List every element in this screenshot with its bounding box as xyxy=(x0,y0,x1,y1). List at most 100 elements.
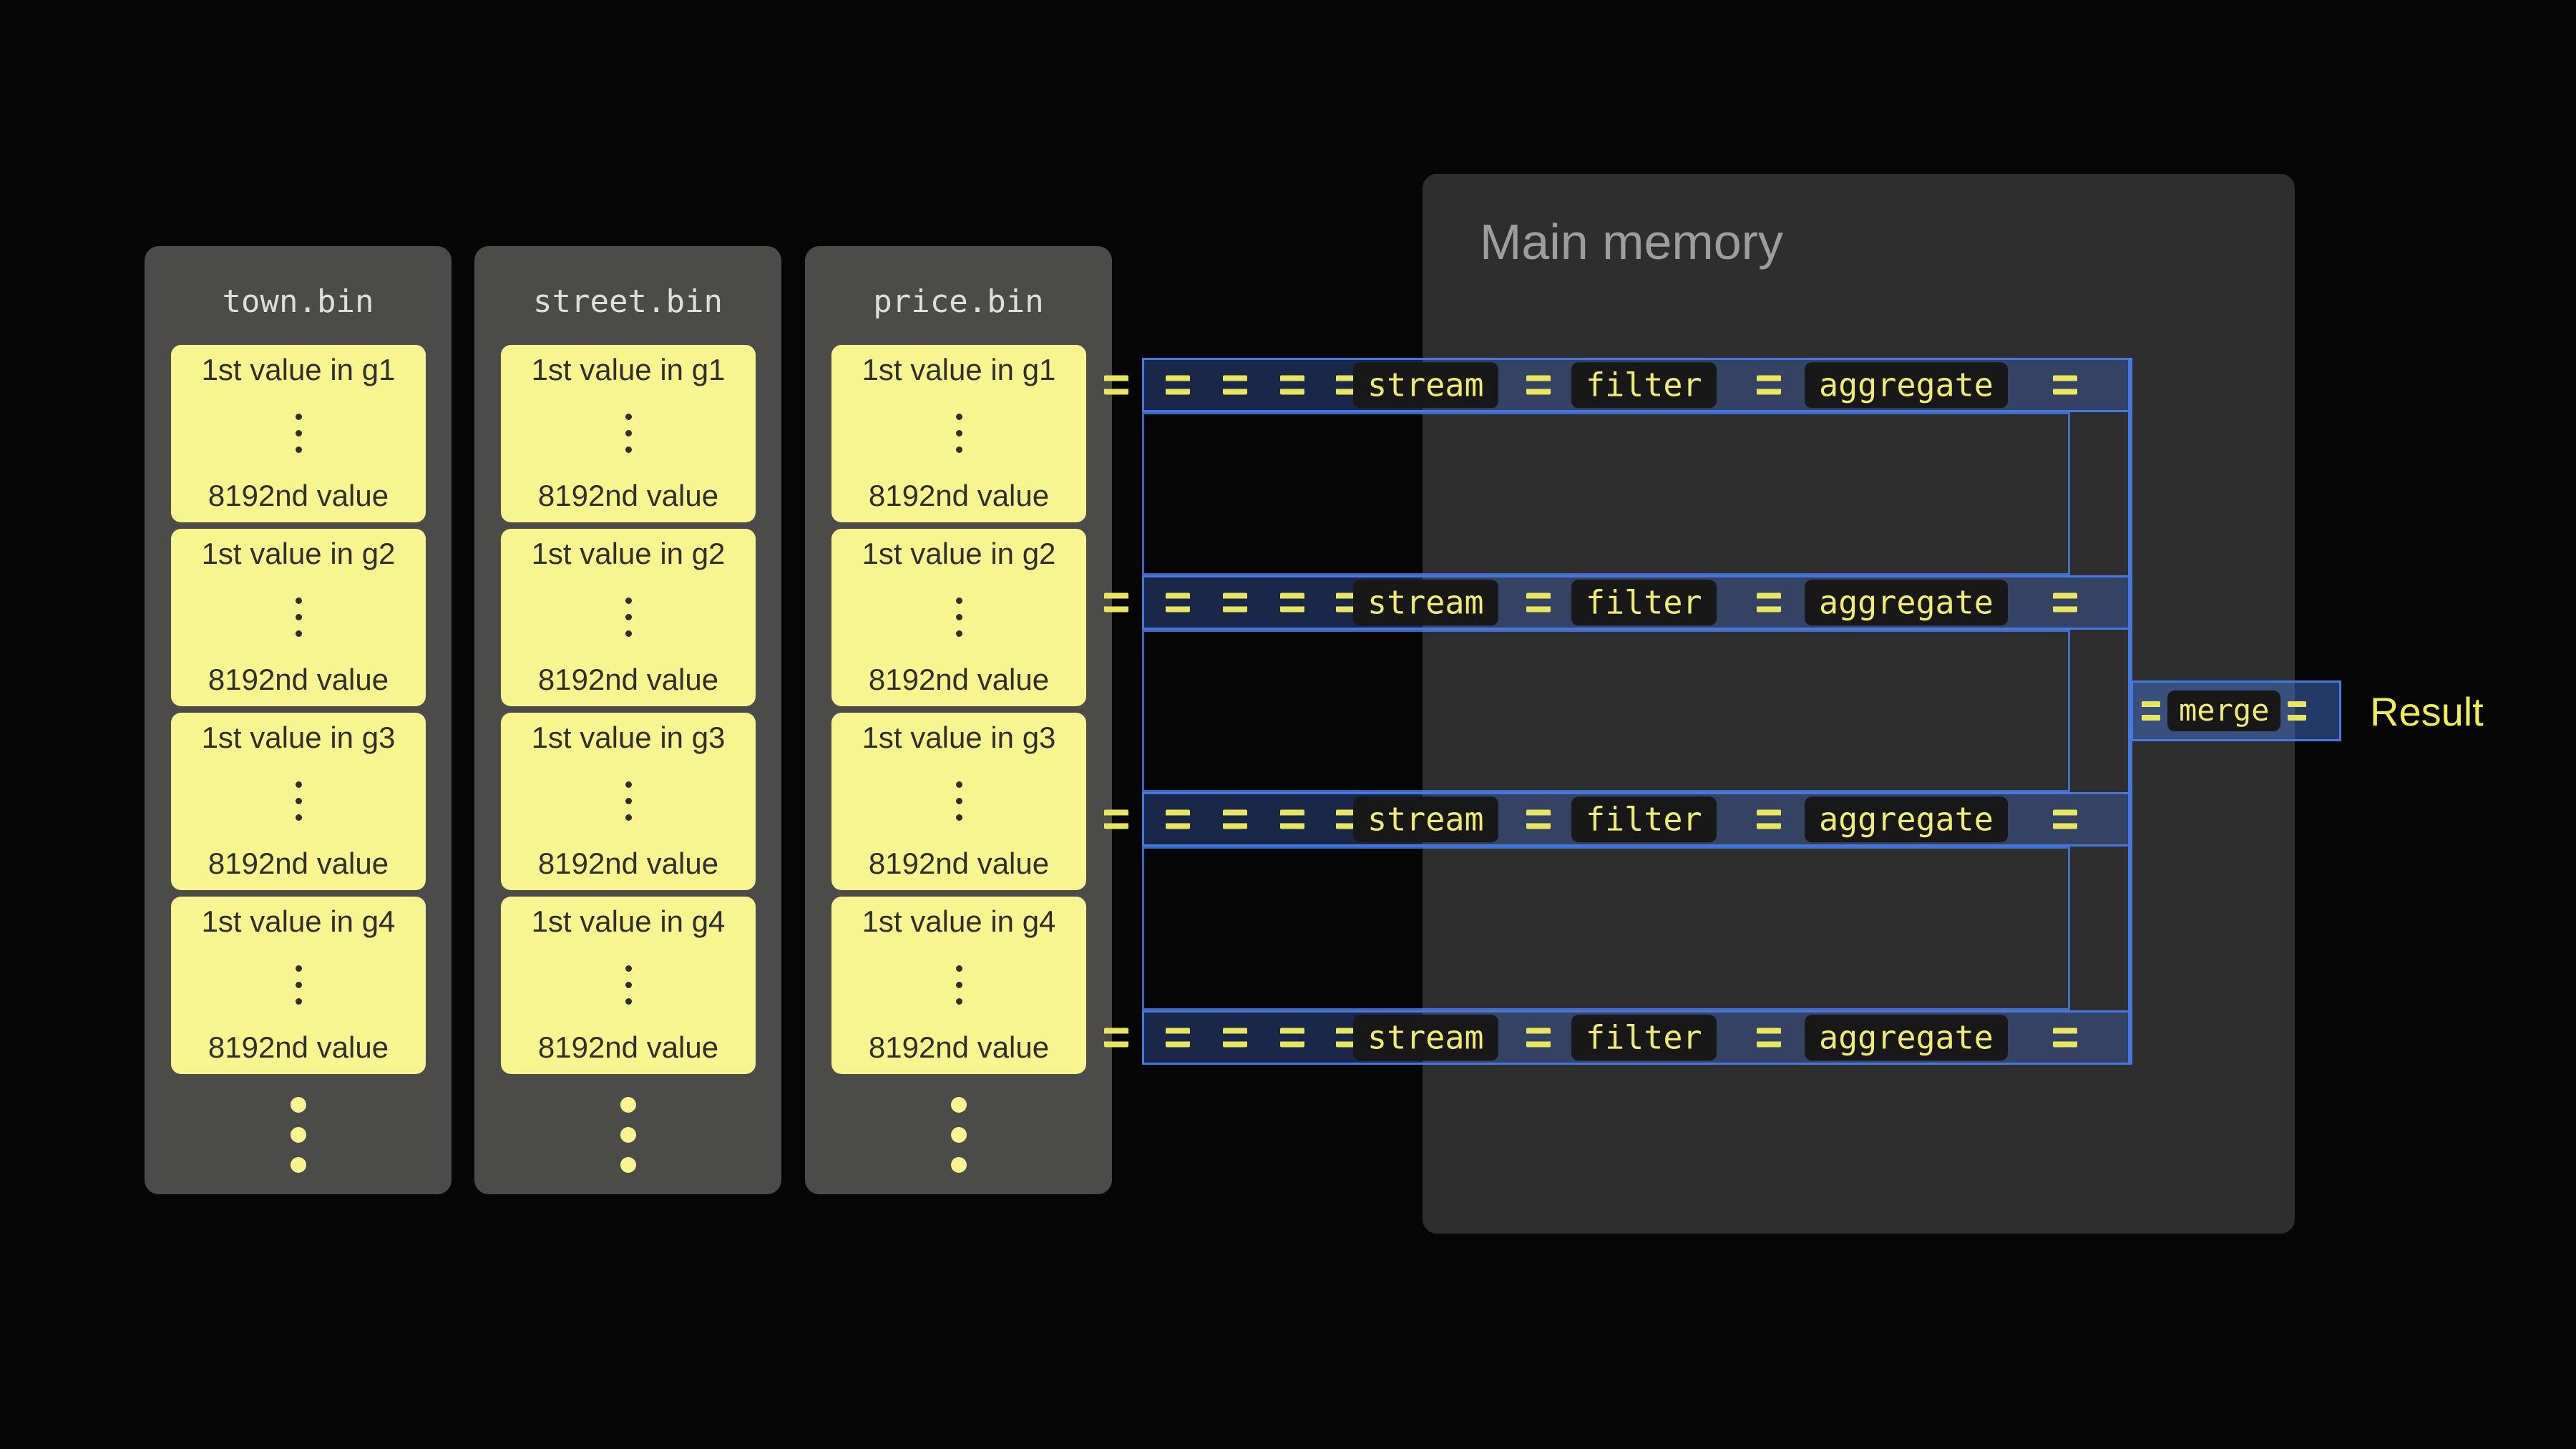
vertical-ellipsis xyxy=(295,413,302,453)
data-chunk-icon xyxy=(1166,375,1190,395)
data-chunk-icon xyxy=(1166,809,1190,829)
stage-aggregate: aggregate xyxy=(1805,362,2008,408)
granule-block: 1st value in g2 8192nd value xyxy=(831,529,1086,706)
stage-filter: filter xyxy=(1571,796,1717,842)
vertical-ellipsis xyxy=(295,597,302,637)
data-chunk-icon xyxy=(1104,1028,1128,1048)
stage-merge: merge xyxy=(2167,691,2281,731)
stage-stream: stream xyxy=(1353,580,1498,625)
granule-first-value: 1st value in g1 xyxy=(862,353,1056,386)
granule-last-value: 8192nd value xyxy=(537,662,719,696)
file-title: price.bin xyxy=(873,283,1044,320)
file-town-bin: town.bin 1st value in g1 8192nd value 1s… xyxy=(145,246,452,1194)
data-chunk-icon xyxy=(1336,375,1360,395)
stage-aggregate: aggregate xyxy=(1805,796,2008,842)
vertical-ellipsis xyxy=(955,965,962,1005)
granule-last-value: 8192nd value xyxy=(868,662,1050,696)
file-street-bin: street.bin 1st value in g1 8192nd value … xyxy=(474,246,781,1194)
pipeline-lane-1: stream filter aggregate xyxy=(1104,358,2131,412)
more-granules-ellipsis xyxy=(950,1097,967,1173)
granule-block: 1st value in g4 8192nd value xyxy=(171,897,426,1074)
granule-block: 1st value in g4 8192nd value xyxy=(831,897,1086,1074)
data-chunk-icon xyxy=(1223,809,1247,829)
vertical-ellipsis xyxy=(955,413,962,453)
granule-first-value: 1st value in g1 xyxy=(531,353,726,386)
vertical-ellipsis xyxy=(625,965,632,1005)
data-chunk-icon xyxy=(2053,592,2077,613)
granule-last-value: 8192nd value xyxy=(537,1030,719,1064)
data-chunk-icon xyxy=(1280,1028,1304,1048)
granule-first-value: 1st value in g1 xyxy=(201,353,396,386)
granule-last-value: 8192nd value xyxy=(208,662,389,696)
granule-first-value: 1st value in g2 xyxy=(531,537,726,570)
data-chunk-icon xyxy=(1223,592,1247,613)
more-granules-ellipsis xyxy=(290,1097,306,1173)
granule-first-value: 1st value in g3 xyxy=(201,721,396,754)
data-chunk-icon xyxy=(1104,375,1128,395)
granule-first-value: 1st value in g2 xyxy=(201,537,396,570)
granule-block: 1st value in g3 8192nd value xyxy=(501,713,756,890)
pipeline-lane-3: stream filter aggregate xyxy=(1104,792,2131,847)
data-chunk-icon xyxy=(2288,701,2307,721)
granule-last-value: 8192nd value xyxy=(537,846,719,880)
data-chunk-icon xyxy=(1104,809,1128,829)
data-chunk-icon xyxy=(1280,592,1304,613)
data-chunk-icon xyxy=(1757,1028,1781,1048)
granule-first-value: 1st value in g4 xyxy=(531,904,726,938)
stage-aggregate: aggregate xyxy=(1805,580,2008,625)
stage-aggregate: aggregate xyxy=(1805,1015,2008,1060)
data-chunk-icon xyxy=(1166,592,1190,613)
granule-last-value: 8192nd value xyxy=(208,846,389,880)
data-chunk-icon xyxy=(2053,809,2077,829)
result-label: Result xyxy=(2370,689,2484,734)
vertical-ellipsis xyxy=(955,781,962,821)
data-chunk-icon xyxy=(1526,1028,1551,1048)
data-chunk-icon xyxy=(1280,809,1304,829)
merge-bracket-line xyxy=(2128,358,2132,1065)
granule-block: 1st value in g4 8192nd value xyxy=(501,897,756,1074)
granule-block: 1st value in g1 8192nd value xyxy=(171,345,426,522)
data-chunk-icon xyxy=(1336,809,1360,829)
lane-connector-box xyxy=(1142,630,2070,792)
file-title: street.bin xyxy=(533,283,723,320)
granule-last-value: 8192nd value xyxy=(208,478,389,512)
stage-filter: filter xyxy=(1571,1015,1717,1060)
vertical-ellipsis xyxy=(625,413,632,453)
data-chunk-icon xyxy=(1526,809,1551,829)
granule-last-value: 8192nd value xyxy=(868,1030,1050,1064)
data-chunk-icon xyxy=(1757,809,1781,829)
data-chunk-icon xyxy=(1526,592,1551,613)
data-chunk-icon xyxy=(1280,375,1304,395)
granule-last-value: 8192nd value xyxy=(208,1030,389,1064)
data-chunk-icon xyxy=(1757,375,1781,395)
granule-first-value: 1st value in g2 xyxy=(862,537,1056,570)
data-chunk-icon xyxy=(1166,1028,1190,1048)
pipeline-lane-2: stream filter aggregate xyxy=(1104,575,2131,630)
granule-first-value: 1st value in g4 xyxy=(201,904,396,938)
data-chunk-icon xyxy=(2053,1028,2077,1048)
data-chunk-icon xyxy=(2053,375,2077,395)
granule-last-value: 8192nd value xyxy=(537,478,719,512)
more-granules-ellipsis xyxy=(620,1097,636,1173)
granule-first-value: 1st value in g3 xyxy=(862,721,1056,754)
stage-stream: stream xyxy=(1353,796,1498,842)
data-chunk-icon xyxy=(1757,592,1781,613)
granule-last-value: 8192nd value xyxy=(868,846,1050,880)
data-chunk-icon xyxy=(2142,701,2160,721)
data-chunk-icon xyxy=(1223,375,1247,395)
granule-block: 1st value in g2 8192nd value xyxy=(501,529,756,706)
granule-block: 1st value in g1 8192nd value xyxy=(501,345,756,522)
granule-last-value: 8192nd value xyxy=(868,478,1050,512)
vertical-ellipsis xyxy=(955,597,962,637)
granule-block: 1st value in g3 8192nd value xyxy=(171,713,426,890)
data-chunk-icon xyxy=(1223,1028,1247,1048)
granule-first-value: 1st value in g3 xyxy=(531,721,726,754)
file-price-bin: price.bin 1st value in g1 8192nd value 1… xyxy=(805,246,1112,1194)
stage-filter: filter xyxy=(1571,580,1717,625)
vertical-ellipsis xyxy=(625,597,632,637)
granule-first-value: 1st value in g4 xyxy=(862,904,1056,938)
data-chunk-icon xyxy=(1336,592,1360,613)
granule-block: 1st value in g2 8192nd value xyxy=(171,529,426,706)
stage-filter: filter xyxy=(1571,362,1717,408)
